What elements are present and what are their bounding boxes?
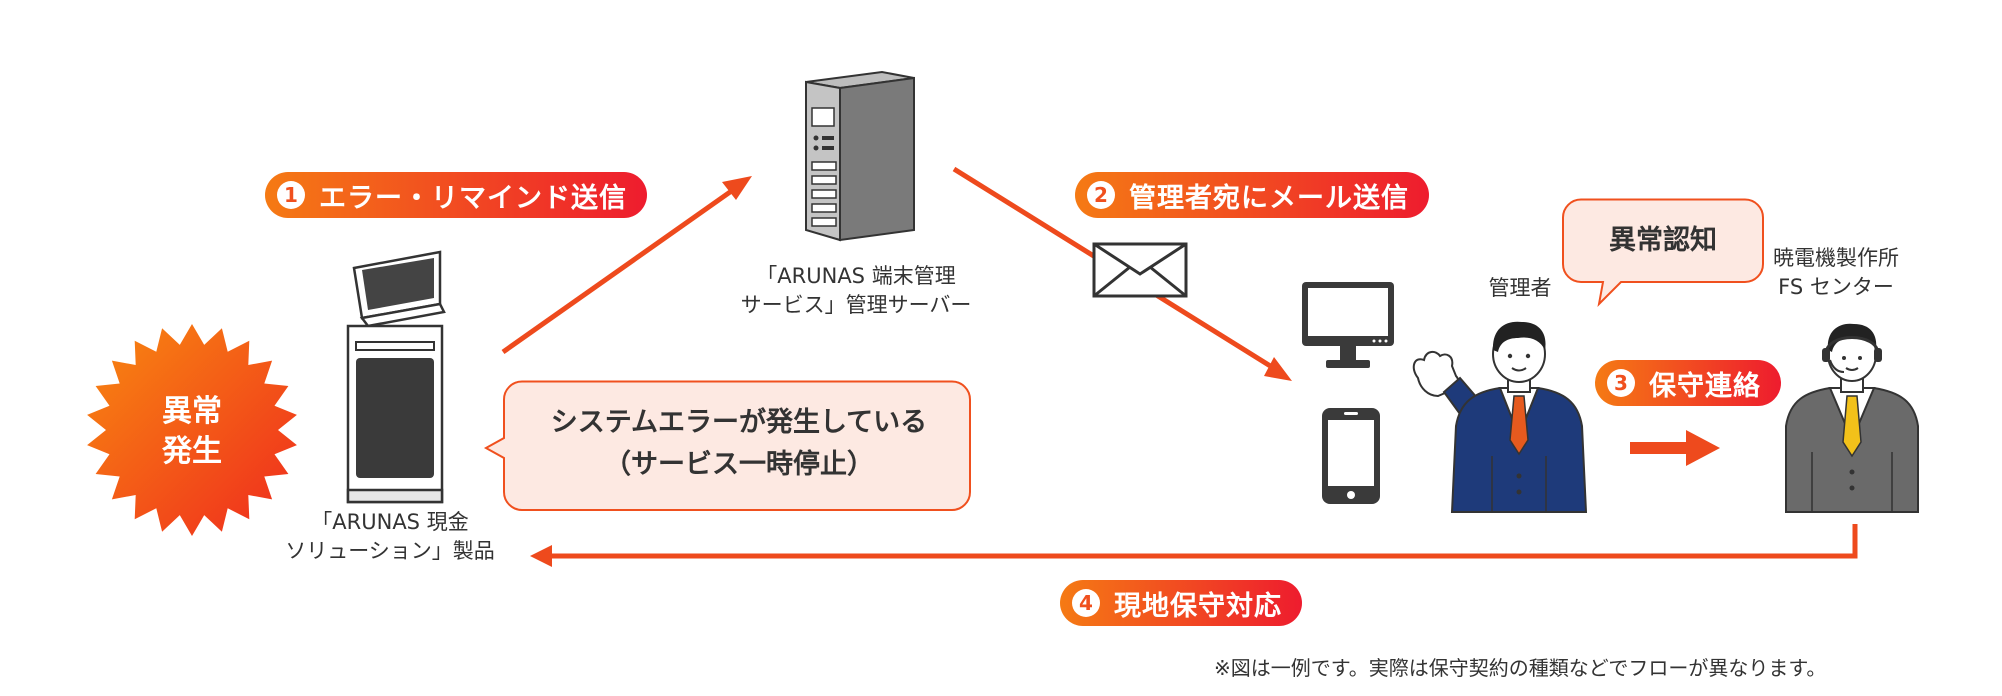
burst-text: 異常 発生 <box>130 392 254 472</box>
step4-text: 現地保守対応 <box>1114 590 1282 622</box>
arrow-maintenance-contact <box>1630 430 1720 466</box>
kiosk-caption-line1: 「ARUNAS 現金 <box>311 510 469 534</box>
center-label-line2: FS センター <box>1778 275 1894 299</box>
error-bubble-text: システムエラーが発生している （サービス一時停止） <box>504 402 974 486</box>
server-caption: 「ARUNAS 端末管理 サービス」管理サーバー <box>716 262 996 320</box>
step1-number: 1 <box>277 181 305 209</box>
kiosk-caption-line2: ソリューション」製品 <box>285 539 495 563</box>
step4-label: 4 現地保守対応 <box>1060 580 1302 626</box>
admin-label: 管理者 <box>1488 276 1552 300</box>
step2-text: 管理者宛にメール送信 <box>1129 182 1409 214</box>
center-label: 暁電機製作所 FS センター <box>1756 244 1916 302</box>
anomaly-burst <box>87 324 297 536</box>
kiosk-caption: 「ARUNAS 現金 ソリューション」製品 <box>270 508 510 566</box>
recognition-bubble-text: 異常認知 <box>1609 225 1717 256</box>
error-speech-bubble <box>483 380 971 511</box>
recognition-speech-bubble <box>1562 198 1764 307</box>
smartphone-icon <box>1322 408 1380 504</box>
support-staff-figure <box>1785 323 1919 513</box>
monitor-icon <box>1302 282 1394 368</box>
server-caption-line1: 「ARUNAS 端末管理 <box>756 264 956 288</box>
step3-number: 3 <box>1607 369 1635 397</box>
step4-number: 4 <box>1072 589 1100 617</box>
envelope-icon <box>1092 242 1188 298</box>
step1-text: エラー・リマインド送信 <box>319 182 627 214</box>
step2-number: 2 <box>1087 181 1115 209</box>
footnote: ※図は一例です。実際は保守契約の種類などでフローが異なります。 <box>1214 656 1827 680</box>
burst-line2: 発生 <box>162 434 222 469</box>
arrow-error-remind <box>501 176 752 355</box>
arrow-onsite-maintenance <box>530 524 1858 567</box>
center-label-line1: 暁電機製作所 <box>1773 246 1899 270</box>
manager-figure <box>1412 321 1588 513</box>
kiosk-icon <box>346 250 446 504</box>
server-caption-line2: サービス」管理サーバー <box>740 293 972 317</box>
error-bubble-line1: システムエラーが発生している <box>550 407 928 438</box>
step3-text: 保守連絡 <box>1649 370 1761 402</box>
server-icon <box>805 70 915 242</box>
error-bubble-line2: （サービス一時停止） <box>604 449 874 480</box>
burst-line1: 異常 <box>162 394 222 429</box>
step1-label: 1 エラー・リマインド送信 <box>265 172 647 218</box>
step2-label: 2 管理者宛にメール送信 <box>1075 172 1429 218</box>
step3-label: 3 保守連絡 <box>1595 360 1781 406</box>
